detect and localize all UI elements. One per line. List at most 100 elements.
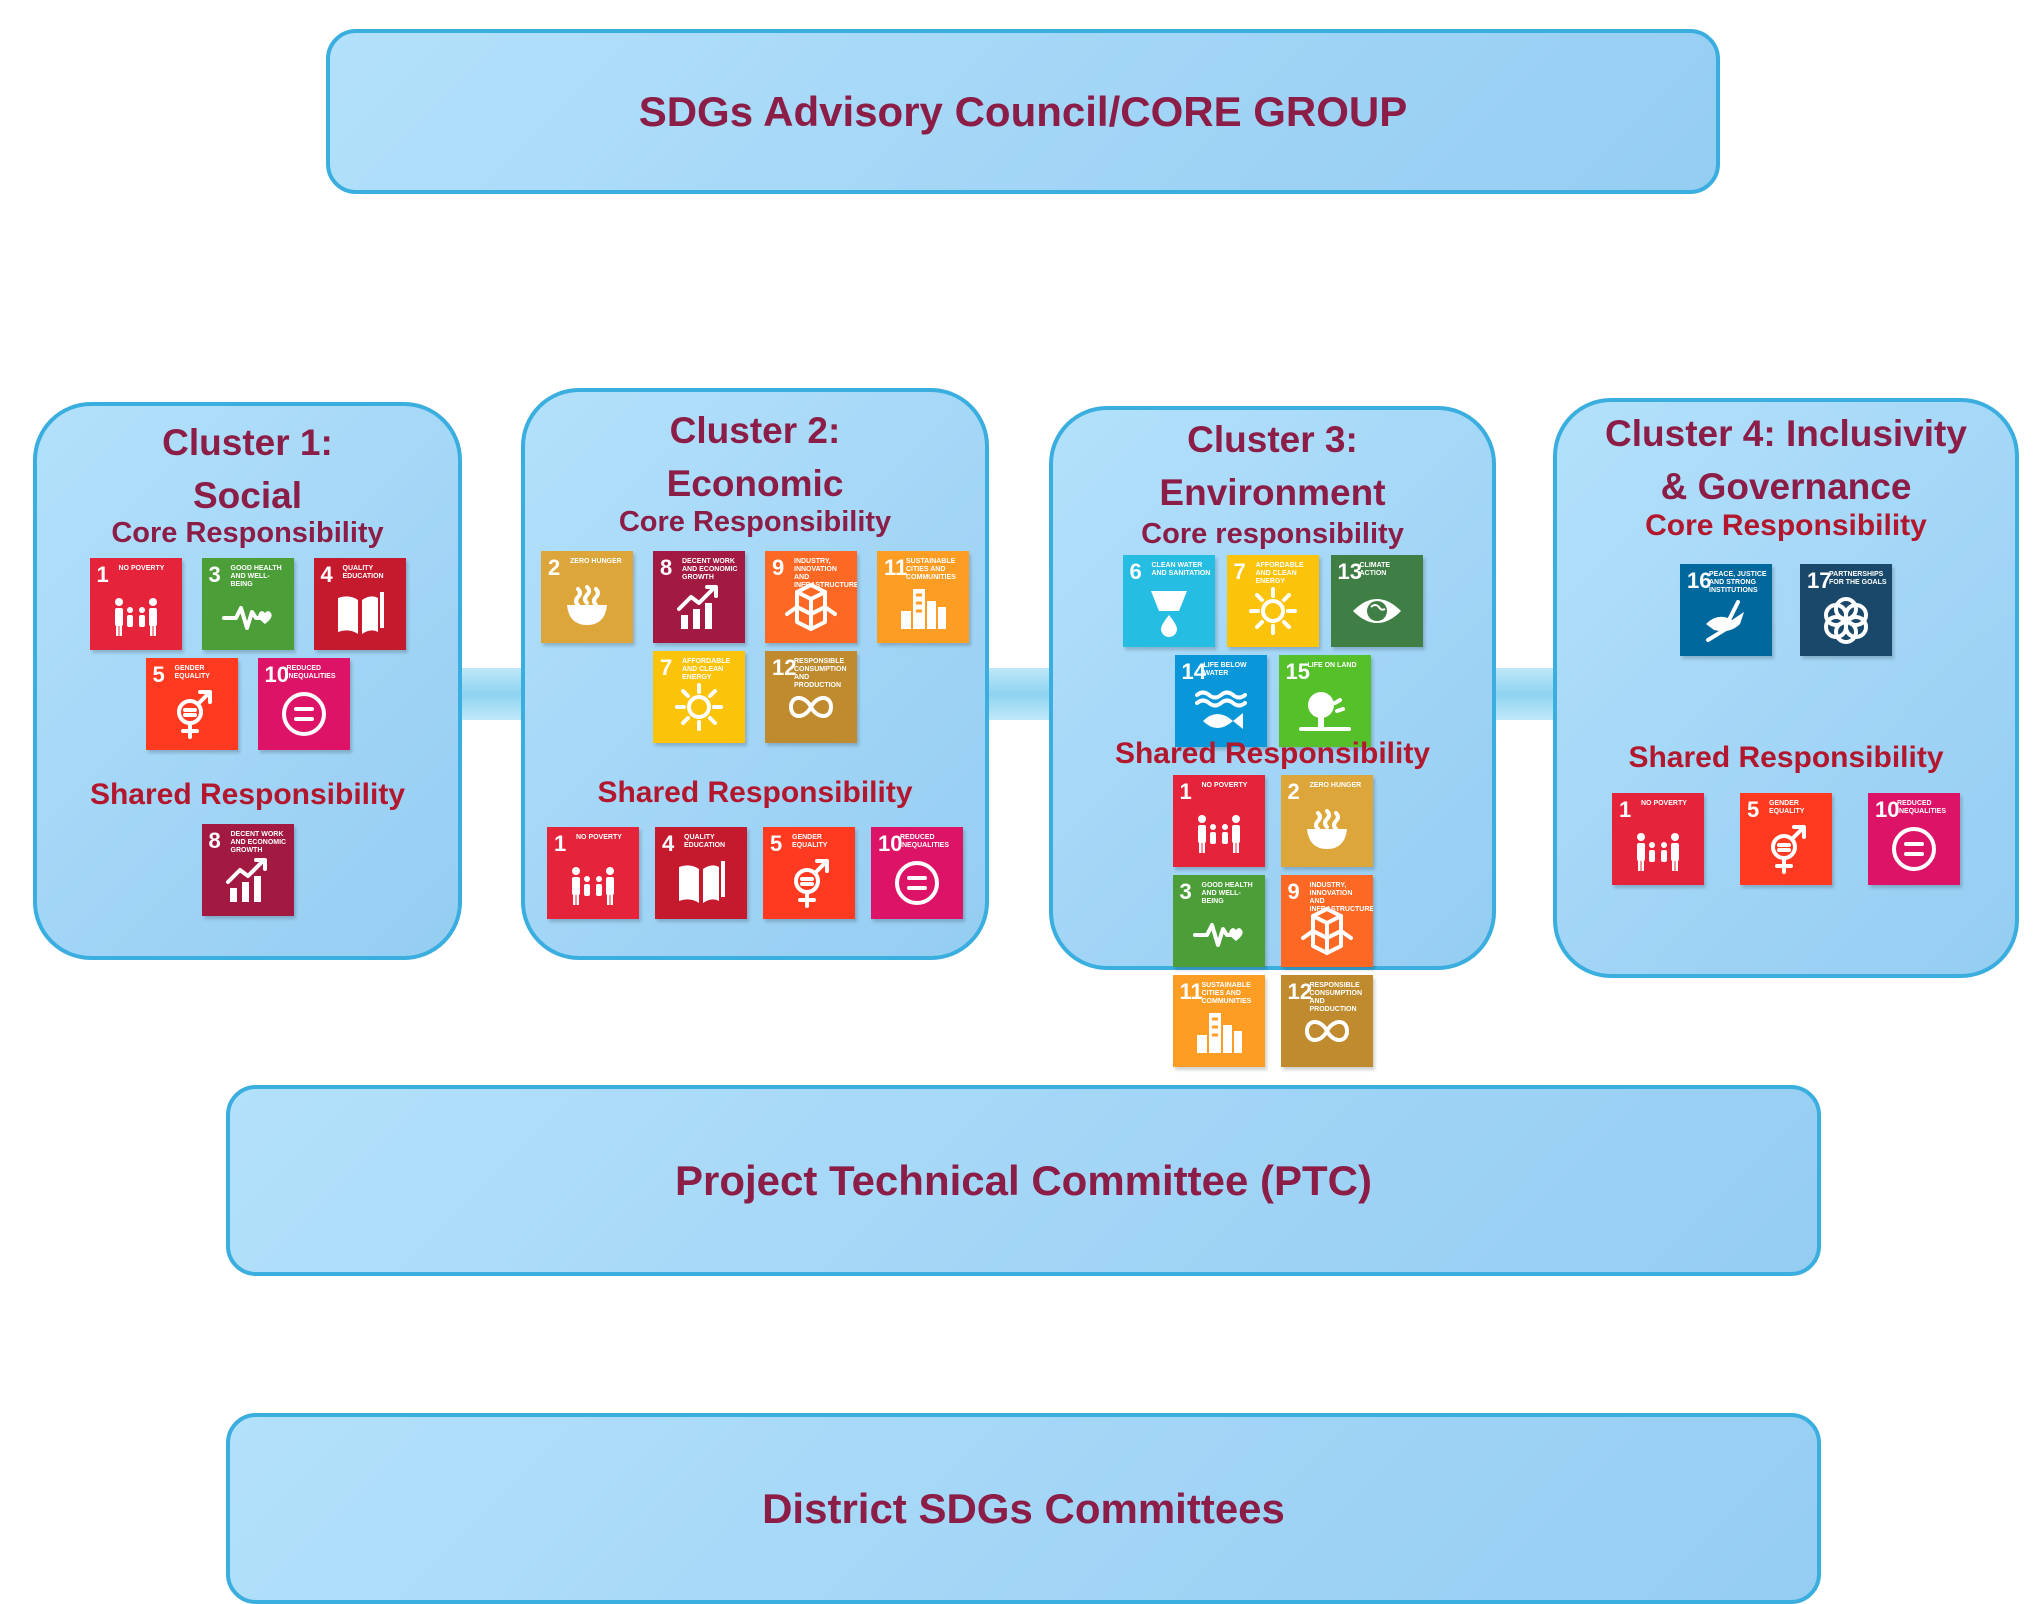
sdg-goal-label: GOOD HEALTH AND WELL-BEING — [230, 565, 282, 588]
sdg-3-tile: 3 GOOD HEALTH AND WELL-BEING — [201, 558, 294, 650]
project-technical-committee-box: Project Technical Committee (PTC) — [226, 1085, 1821, 1276]
sdg-number: 1 — [1619, 797, 1632, 822]
sdg-goal-label: PARTNERSHIPS FOR THE GOALS — [1829, 571, 1887, 586]
shared-responsibility-label: Shared Responsibility — [1628, 741, 1944, 774]
cluster-title-line-1: Cluster 3: — [1187, 419, 1358, 460]
sdg-goal-label: GENDER EQUALITY — [792, 834, 828, 849]
sdg-goal-label: INDUSTRY, INNOVATION AND INFRASTRUCTURE — [794, 558, 857, 589]
sdg-goal-label: PEACE, JUSTICE AND STRONG INSTITUTIONS — [1709, 571, 1767, 594]
core-responsibility-label: Core Responsibility — [1645, 509, 1927, 542]
sdg-number: 9 — [1287, 879, 1300, 904]
district-committees-box: District SDGs Committees — [226, 1413, 1821, 1604]
sdg-5-tile: 5 GENDER EQUALITY — [145, 658, 238, 750]
sdg-number: 2 — [1287, 779, 1300, 804]
sdg-number: 4 — [320, 562, 333, 587]
core-responsibility-label: Core Responsibility — [111, 517, 384, 549]
cluster-inclusivity-governance: Cluster 4: Inclusivity & Governance Core… — [1553, 398, 2019, 978]
shared-responsibility-label: Shared Responsibility — [597, 776, 913, 809]
sdg-goal-label: CLEAN WATER AND SANITATION — [1151, 562, 1211, 577]
cluster-title-line-2: & Governance — [1660, 466, 1912, 507]
sdg-number: 11 — [1179, 979, 1203, 1004]
shared-responsibility-label: Shared Responsibility — [1114, 737, 1431, 770]
sdg-goal-label: GOOD HEALTH AND WELL-BEING — [1201, 882, 1253, 905]
sdg-goal-label: NO POVERTY — [1201, 782, 1248, 789]
district-committees-title: District SDGs Committees — [762, 1484, 1285, 1532]
sdg-goal-label: SUSTAINABLE CITIES AND COMMUNITIES — [1201, 982, 1252, 1005]
sdg-number: 4 — [662, 831, 675, 856]
sdg-goal-label: QUALITY EDUCATION — [684, 834, 726, 849]
sdg-9-tile: 9 INDUSTRY, INNOVATION AND INFRASTRUCTURE — [1280, 875, 1373, 967]
sdg-6-tile: 6 CLEAN WATER AND SANITATION — [1122, 555, 1215, 647]
connector-3-4 — [1492, 668, 1557, 720]
sdg-number: 11 — [884, 555, 908, 580]
core-responsibility-label: Core responsibility — [1141, 518, 1404, 550]
advisory-council-box: SDGs Advisory Council/CORE GROUP — [326, 29, 1720, 194]
cluster-title-line-2: Economic — [666, 463, 844, 504]
connector-1-2 — [458, 668, 525, 720]
cluster-title-line-1: Cluster 4: Inclusivity — [1605, 413, 1967, 454]
sdg-goal-label: QUALITY EDUCATION — [342, 565, 384, 580]
cluster-environment: Cluster 3: Environment Core responsibili… — [1049, 406, 1496, 1067]
sdg-number: 3 — [208, 562, 221, 587]
sdg-goal-label: ZERO HUNGER — [570, 558, 622, 565]
sdg-number: 12 — [1287, 979, 1312, 1004]
sdg-number: 8 — [208, 828, 221, 853]
sdg-number: 10 — [264, 662, 289, 687]
sdg-number: 1 — [554, 831, 567, 856]
sdg-4-tile: 4 QUALITY EDUCATION — [313, 558, 406, 650]
sdg-number: 7 — [660, 655, 673, 680]
sdg-number: 10 — [878, 831, 903, 856]
sdg-goal-label: CLIMATE ACTION — [1359, 562, 1391, 577]
sdg-goal-label: INDUSTRY, INNOVATION AND INFRASTRUCTURE — [1309, 882, 1373, 913]
sdg-goal-label: GENDER EQUALITY — [1769, 800, 1805, 815]
sdg-goal-label: ZERO HUNGER — [1309, 782, 1362, 789]
sdg-number: 8 — [660, 555, 673, 580]
sdg-goal-label: REDUCED INEQUALITIES — [286, 665, 336, 680]
sdg-number: 7 — [1233, 559, 1246, 584]
sdg-number: 1 — [1179, 779, 1192, 804]
sdg-number: 14 — [1181, 659, 1206, 684]
sdg-goal-label: LIFE BELOW WATER — [1203, 662, 1247, 677]
cluster-title-line-1: Cluster 1: — [162, 422, 333, 463]
sdg-goal-label: SUSTAINABLE CITIES AND COMMUNITIES — [906, 558, 956, 581]
sdg-goal-label: GENDER EQUALITY — [174, 665, 210, 680]
sdg-2-tile: 2 ZERO HUNGER — [1280, 775, 1373, 867]
cluster-economic: Cluster 2: Economic Core Responsibility … — [521, 388, 989, 960]
core-responsibility-label: Core Responsibility — [618, 506, 892, 538]
sdg-number: 13 — [1337, 559, 1362, 584]
sdg-number: 10 — [1875, 797, 1900, 822]
sdg-number: 5 — [770, 831, 783, 856]
sdg-number: 1 — [96, 562, 109, 587]
shared-responsibility-label: Shared Responsibility — [89, 778, 406, 811]
sdg-goal-label: REDUCED INEQUALITIES — [900, 834, 950, 849]
sdg-number: 5 — [152, 662, 165, 687]
sdg-number: 6 — [1129, 559, 1142, 584]
sdg-1-tile: 1 NO POVERTY — [1172, 775, 1265, 867]
advisory-council-title: SDGs Advisory Council/CORE GROUP — [638, 87, 1408, 135]
sdg-goal-label: LIFE ON LAND — [1307, 662, 1357, 669]
sdg-5-tile: 5 GENDER EQUALITY — [763, 827, 855, 919]
